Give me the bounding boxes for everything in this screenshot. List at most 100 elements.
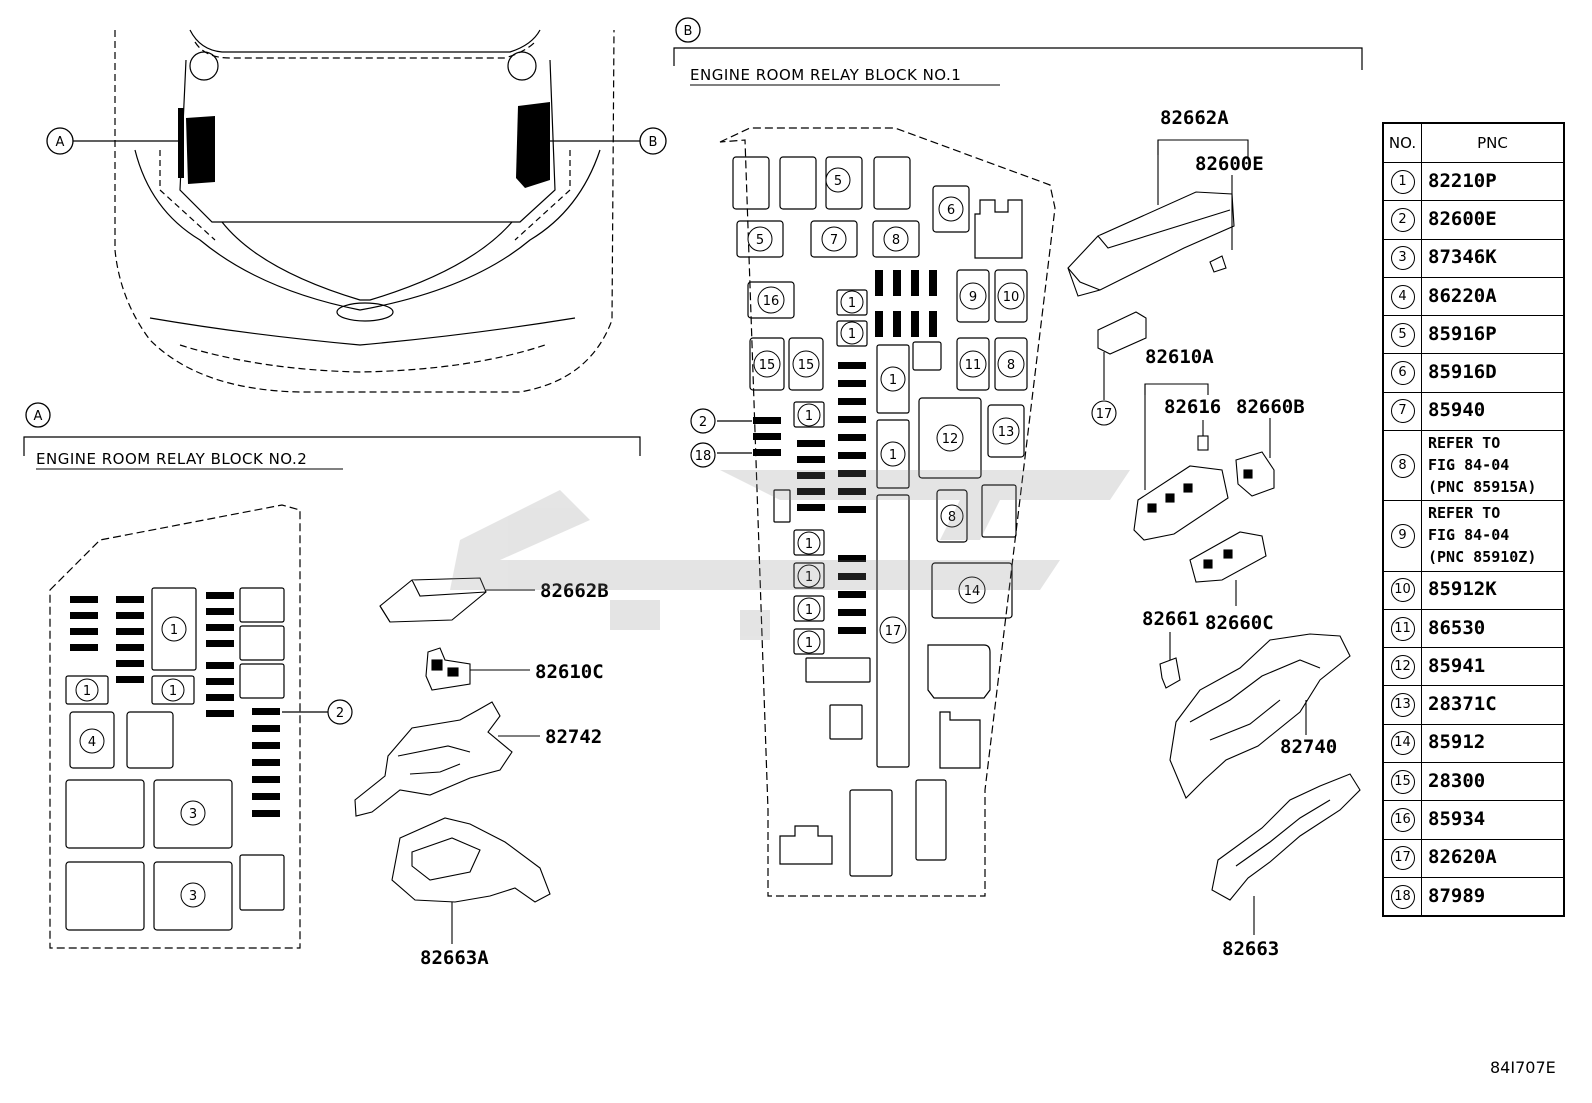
svg-text:13: 13 <box>998 425 1015 440</box>
row-number: 1 <box>1390 169 1415 194</box>
vehicle-illustration <box>114 29 615 393</box>
row-number: 7 <box>1390 399 1415 424</box>
row-number: 10 <box>1390 578 1415 603</box>
block-no2-markers: 1 1 1 4 3 3 2 <box>75 616 353 908</box>
row-number: 15 <box>1390 769 1415 794</box>
svg-text:1: 1 <box>83 684 91 699</box>
header-pnc: PNC <box>1421 122 1565 163</box>
svg-text:15: 15 <box>759 358 776 373</box>
row-pnc: 86220A <box>1421 276 1565 317</box>
svg-text:12: 12 <box>942 432 959 447</box>
svg-text:17: 17 <box>1096 407 1113 422</box>
svg-text:14: 14 <box>964 584 981 599</box>
watermark-logo <box>450 470 1130 640</box>
svg-text:1: 1 <box>889 448 897 463</box>
part-82742-upper-case <box>354 701 540 817</box>
section-a-header: A ENGINE ROOM RELAY BLOCK NO.2 <box>23 402 641 470</box>
part-82620a-connector: 17 <box>1091 311 1147 426</box>
row-pnc: 85940 <box>1421 391 1565 432</box>
row-number: 3 <box>1390 246 1415 271</box>
row-pnc-line: FIG 84-04 <box>1428 455 1510 474</box>
row-pnc: 85941 <box>1421 647 1565 687</box>
pn-82660b: 82660B <box>1236 396 1305 418</box>
svg-text:8: 8 <box>948 510 956 525</box>
part-82610c-bracket <box>425 647 530 691</box>
pn-82663a: 82663A <box>420 947 489 969</box>
svg-text:16: 16 <box>763 294 780 309</box>
svg-text:11: 11 <box>965 358 982 373</box>
svg-text:B: B <box>649 135 658 150</box>
svg-text:3: 3 <box>189 889 197 904</box>
pn-82610a: 82610A <box>1145 346 1214 368</box>
svg-text:1: 1 <box>169 684 177 699</box>
pn-82661: 82661 <box>1142 608 1199 630</box>
svg-text:1: 1 <box>848 296 856 311</box>
pn-82740: 82740 <box>1280 736 1337 758</box>
svg-text:9: 9 <box>969 290 977 305</box>
svg-text:1: 1 <box>805 409 813 424</box>
svg-text:1: 1 <box>805 570 813 585</box>
part-82663a-lower-case <box>391 817 551 944</box>
callout-a: A <box>46 127 178 155</box>
pn-82616: 82616 <box>1164 396 1221 418</box>
svg-text:6: 6 <box>947 203 955 218</box>
row-pnc: 86530 <box>1421 608 1565 649</box>
relay-block-a-silhouette <box>178 108 215 184</box>
part-82740-upper-case <box>1169 633 1351 799</box>
pn-82662b: 82662B <box>540 580 609 602</box>
row-pnc: 85934 <box>1421 800 1565 840</box>
svg-text:2: 2 <box>336 706 344 721</box>
figure-code: 84I707E <box>1490 1058 1556 1077</box>
row-pnc-line: REFER TO <box>1428 504 1501 523</box>
row-pnc: 85912K <box>1421 570 1565 610</box>
part-82661-clip <box>1159 632 1181 689</box>
row-pnc: 85912 <box>1421 723 1565 764</box>
svg-text:5: 5 <box>756 233 764 248</box>
svg-text:15: 15 <box>798 358 815 373</box>
part-82662a-cover <box>1067 139 1249 297</box>
part-82610a-block <box>1133 420 1229 541</box>
svg-text:18: 18 <box>695 449 712 464</box>
relay-block-no2 <box>49 504 328 949</box>
pn-82662a: 82662A <box>1160 107 1229 129</box>
section-b-title: ENGINE ROOM RELAY BLOCK NO.1 <box>690 66 961 84</box>
header-no: NO. <box>1382 122 1422 163</box>
svg-text:10: 10 <box>1003 290 1020 305</box>
row-number: 13 <box>1390 693 1415 718</box>
part-82660b-relay <box>1235 418 1275 497</box>
svg-text:8: 8 <box>1007 358 1015 373</box>
row-pnc: 82210P <box>1421 161 1565 202</box>
row-pnc-line: (PNC 85915A) <box>1428 477 1537 496</box>
pnc-table-header: NO. PNC <box>1382 122 1565 163</box>
row-number: 17 <box>1390 846 1415 871</box>
svg-text:17: 17 <box>885 624 902 639</box>
section-a-title: ENGINE ROOM RELAY BLOCK NO.2 <box>36 450 307 468</box>
svg-text:1: 1 <box>805 636 813 651</box>
pn-82742: 82742 <box>545 726 602 748</box>
callout-b: B <box>548 127 667 155</box>
relay-block-b-silhouette <box>516 102 550 188</box>
row-number: 2 <box>1390 207 1415 232</box>
svg-text:2: 2 <box>699 415 707 430</box>
pn-82600e: 82600E <box>1195 153 1264 175</box>
row-pnc-line: FIG 84-04 <box>1428 526 1510 545</box>
row-number: 12 <box>1390 654 1415 679</box>
part-82663-lower-case <box>1211 773 1361 935</box>
block-no1-markers: 5 5 7 8 6 16 15 15 1 1 9 10 11 8 1 1 12 … <box>690 167 1025 654</box>
svg-text:A: A <box>34 409 43 424</box>
row-number: 9 <box>1390 523 1415 548</box>
row-pnc: 85916P <box>1421 315 1565 355</box>
row-pnc: 85916D <box>1421 353 1565 393</box>
